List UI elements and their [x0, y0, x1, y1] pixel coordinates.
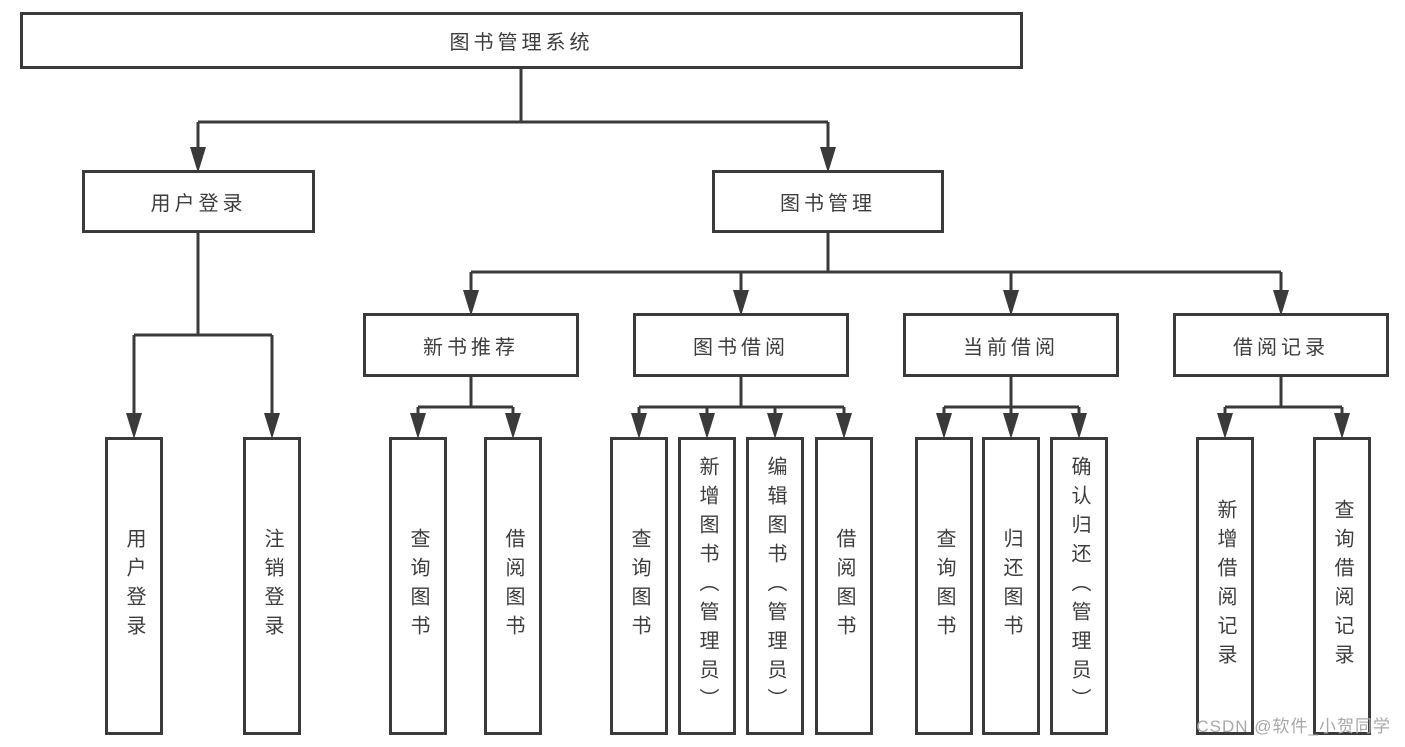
leaf-new-book-borrow-books-label: 借阅图书: [502, 528, 524, 644]
leaf-records-query-borrow-record: 查询借阅记录: [1313, 437, 1371, 735]
node-book-borrowing-label: 图书借阅: [693, 336, 789, 359]
leaf-new-book-borrow-books: 借阅图书: [484, 437, 542, 735]
leaf-records-add-borrow-record-label: 新增借阅记录: [1214, 499, 1236, 673]
leaf-current-query-books-label: 查询图书: [933, 528, 955, 644]
leaf-current-query-books: 查询图书: [915, 437, 973, 735]
node-user-login: 用户登录: [82, 170, 315, 233]
node-new-book-recommendation-label: 新书推荐: [423, 336, 519, 359]
leaf-new-book-query-books: 查询图书: [389, 437, 447, 735]
leaf-current-confirm-return-admin: 确认归还（管理员）: [1050, 437, 1108, 735]
leaf-records-query-borrow-record-label: 查询借阅记录: [1331, 499, 1353, 673]
leaf-user-login-label: 用户登录: [123, 528, 145, 644]
connector-borrowing-records-to-leaves: [1217, 377, 1350, 439]
connector-new-book-to-leaves: [410, 377, 521, 439]
node-library-system-label: 图书管理系统: [449, 32, 594, 54]
node-user-login-label: 用户登录: [150, 193, 247, 215]
leaf-current-return-books: 归还图书: [982, 437, 1040, 735]
connector-book-borrowing-to-leaves: [631, 377, 852, 439]
node-book-management-label: 图书管理: [780, 193, 876, 215]
leaf-borrowing-add-books-admin: 新增图书（管理员）: [678, 437, 736, 735]
leaf-new-book-query-books-label: 查询图书: [407, 528, 429, 644]
node-borrowing-records: 借阅记录: [1173, 313, 1389, 377]
node-new-book-recommendation: 新书推荐: [363, 313, 579, 377]
connector-root-to-level2: [190, 69, 836, 173]
leaf-current-return-books-label: 归还图书: [1000, 528, 1022, 644]
leaf-records-add-borrow-record: 新增借阅记录: [1196, 437, 1254, 735]
connector-book-management-to-level3: [463, 233, 1289, 316]
leaf-borrowing-borrow-books: 借阅图书: [815, 437, 873, 735]
leaf-user-login: 用户登录: [105, 437, 163, 735]
leaf-borrowing-query-books-label: 查询图书: [628, 528, 650, 644]
leaf-borrowing-borrow-books-label: 借阅图书: [833, 528, 855, 644]
leaf-borrowing-add-books-admin-label: 新增图书（管理员）: [696, 455, 718, 717]
leaf-logout-label: 注销登录: [261, 528, 283, 644]
node-library-system: 图书管理系统: [20, 12, 1023, 69]
csdn-watermark: CSDN @软件_小贺同学: [1196, 717, 1391, 736]
leaf-borrowing-edit-books-admin: 编辑图书（管理员）: [746, 437, 804, 735]
leaf-logout: 注销登录: [243, 437, 301, 735]
node-current-borrowing-label: 当前借阅: [963, 336, 1059, 359]
leaf-borrowing-query-books: 查询图书: [610, 437, 668, 735]
leaf-borrowing-edit-books-admin-label: 编辑图书（管理员）: [764, 455, 786, 717]
connector-current-borrowing-to-leaves: [936, 377, 1087, 439]
node-book-borrowing: 图书借阅: [633, 313, 849, 377]
node-borrowing-records-label: 借阅记录: [1233, 336, 1329, 359]
connector-user-login-to-leaves: [126, 233, 280, 439]
leaf-current-confirm-return-admin-label: 确认归还（管理员）: [1068, 455, 1090, 717]
node-current-borrowing: 当前借阅: [903, 313, 1119, 377]
node-book-management: 图书管理: [712, 170, 944, 233]
